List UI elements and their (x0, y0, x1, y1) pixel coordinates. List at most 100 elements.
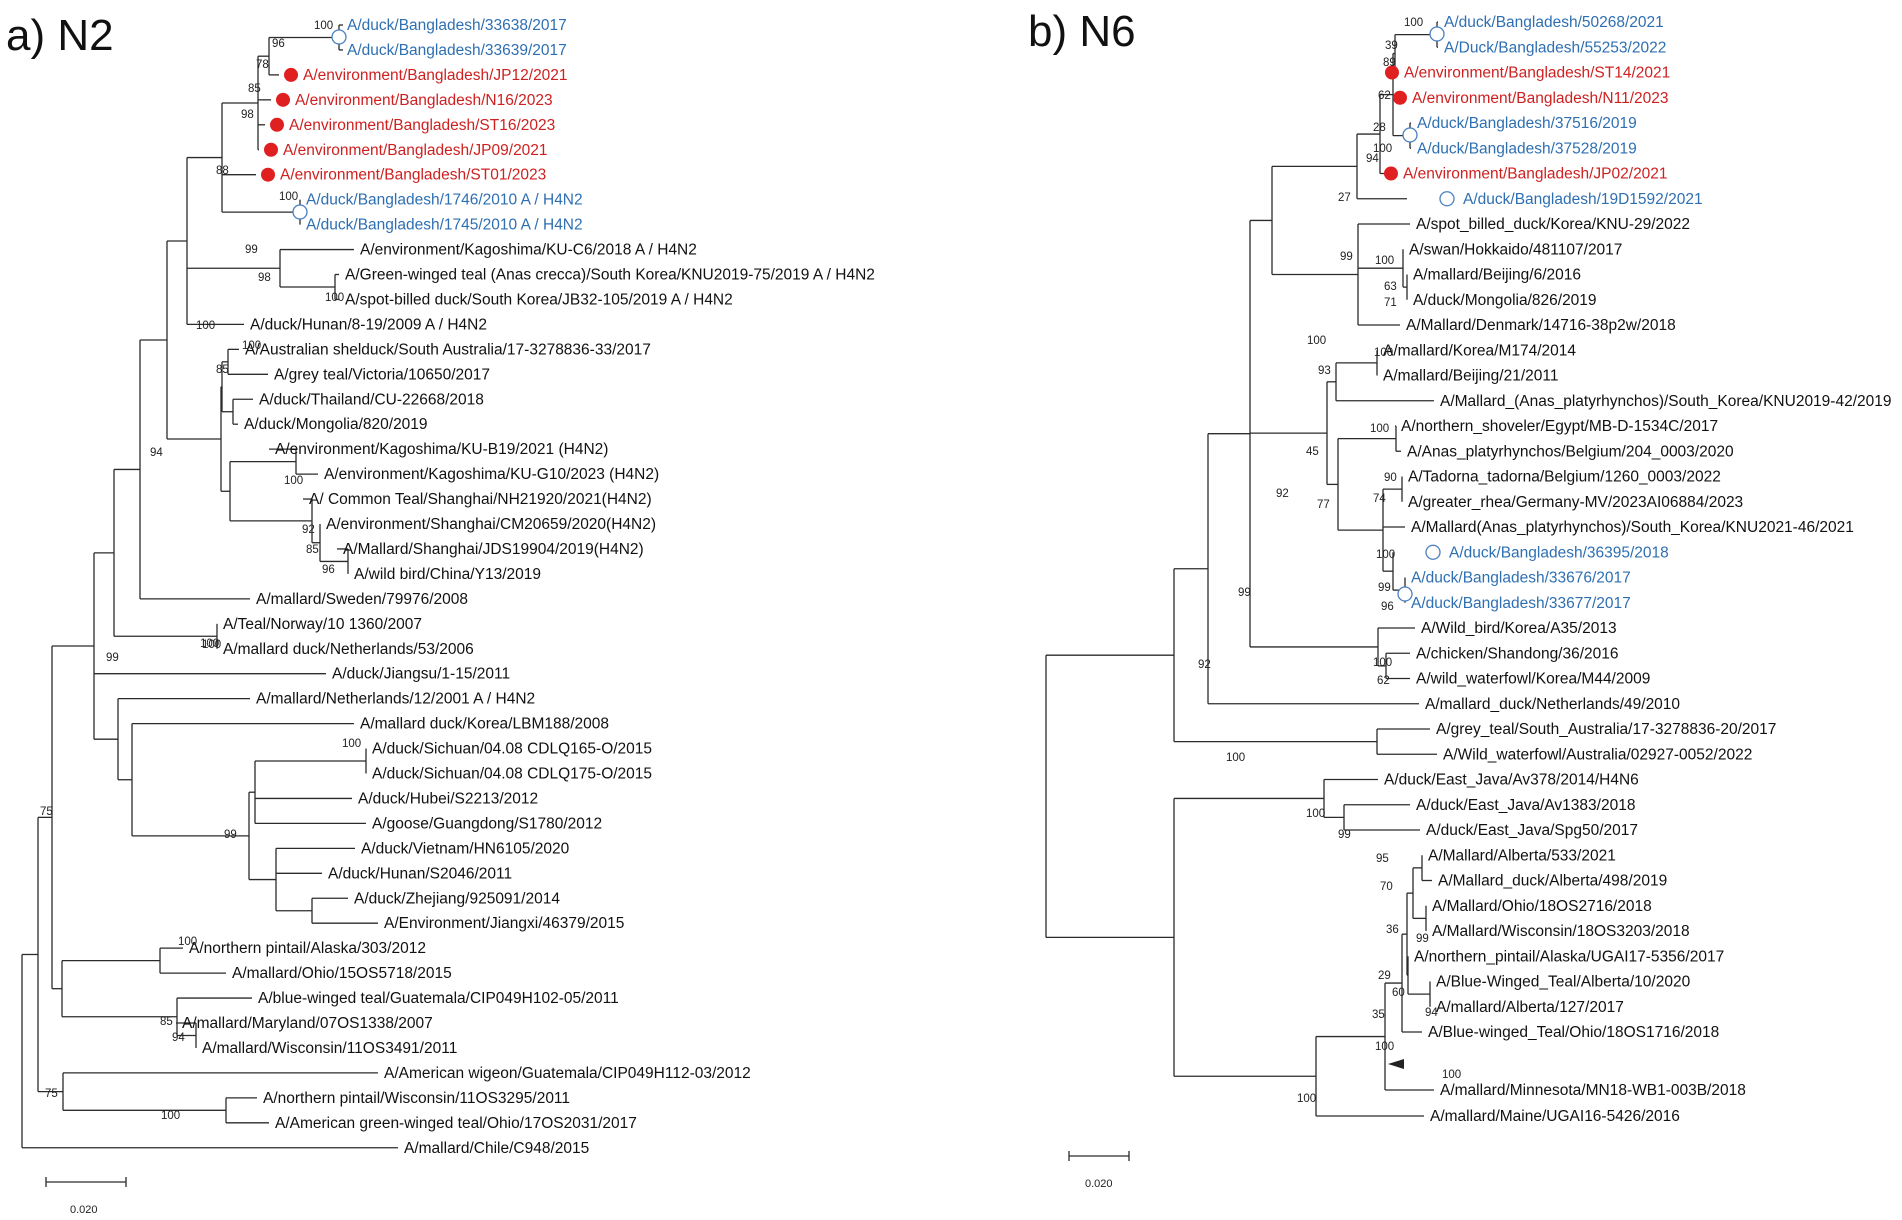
panel-b-filled-circle-icon-6 (1384, 166, 1398, 181)
panel-a-bootstrap-values: 1009678859888100999810010085100100928596… (40, 20, 361, 1122)
panel-b-bootstrap-value-19: 77 (1317, 499, 1330, 511)
panel-b-bootstrap-value-41: 100 (1297, 1093, 1316, 1105)
panel-a-scale-label: 0.020 (70, 1204, 98, 1216)
panel-a-bootstrap-value-10: 100 (196, 320, 215, 332)
panel-b-leaf-label-15: A/Mallard_(Anas_platyrhynchos)/South_Kor… (1440, 393, 1892, 410)
panel-b-bootstrap-value-5: 100 (1373, 143, 1392, 155)
panel-b-bootstrap-value-3: 62 (1378, 90, 1391, 102)
panel-b-bootstrap-value-27: 92 (1198, 659, 1211, 671)
panel-b-node-open-circle-icon-1 (1429, 26, 1445, 42)
panel-a-leaf-label-33: A/duck/Vietnam/HN6105/2020 (361, 840, 570, 857)
panel-a-leaf-label-18: A/environment/Kagoshima/KU-G10/2023 (H4N… (324, 466, 659, 483)
panel-a-leaf-label-42: A/American wigeon/Guatemala/CIP049H112-0… (384, 1065, 751, 1082)
panel-b-bootstrap-value-21: 99 (1378, 582, 1391, 594)
panel-a-bootstrap-value-12: 100 (242, 340, 261, 352)
panel-a-bootstrap-value-5: 88 (216, 165, 229, 177)
panel-b-scale-label: 0.020 (1085, 1178, 1113, 1190)
panel-a-branches (21, 24, 398, 1149)
panel-b-bootstrap-value-10: 63 (1384, 281, 1397, 293)
panel-a-bootstrap-value-25: 94 (172, 1032, 185, 1044)
panel-a-leaf-label-43: A/northern pintail/Wisconsin/11OS3295/20… (263, 1090, 570, 1107)
panel-a-leaf-label-37: A/northern pintail/Alaska/303/2012 (189, 940, 426, 957)
panel-a-leaf-label-25: A/mallard duck/Netherlands/53/2006 (223, 641, 474, 658)
panel-b-bootstrap-value-28: 100 (1226, 752, 1245, 764)
panel-a-filled-circle-icon-2 (284, 67, 298, 82)
panel-a-bootstrap-value-3: 85 (248, 83, 261, 95)
panel-b-leaf-label-4: A/duck/Bangladesh/37516/2019 (1417, 115, 1637, 132)
panel-b-bootstrap-value-2: 89 (1383, 57, 1396, 69)
panel-b-leaf-label-42: A/mallard/Maine/UGAI16-5426/2016 (1430, 1108, 1680, 1125)
panel-a-leaf-label-16: A/duck/Mongolia/820/2019 (244, 416, 428, 433)
panel-a-leaf-label-0: A/duck/Bangladesh/33638/2017 (347, 17, 567, 34)
panel-b-leaf-label-37: A/northern_pintail/Alaska/UGAI17-5356/20… (1414, 948, 1724, 965)
panel-a-bootstrap-value-4: 98 (241, 109, 254, 121)
panel-b-leaf-label-27: A/mallard_duck/Netherlands/49/2010 (1425, 696, 1680, 713)
panel-b-leaf-label-26: A/wild_waterfowl/Korea/M44/2009 (1416, 671, 1650, 688)
panel-a-leaf-label-40: A/mallard/Maryland/07OS1338/2007 (182, 1015, 433, 1032)
panel-a-leaf-label-14: A/grey teal/Victoria/10650/2017 (274, 366, 490, 383)
panel-a-leaf-label-9: A/environment/Kagoshima/KU-C6/2018 A / H… (360, 242, 697, 259)
panel-a-leaf-label-31: A/duck/Hubei/S2213/2012 (358, 790, 538, 807)
panel-b-bootstrap-value-25: 62 (1377, 675, 1390, 687)
panel-b-node-open-circle-icon-3 (1397, 586, 1413, 602)
panel-a-leaf-label-23: A/mallard/Sweden/79976/2008 (256, 591, 468, 608)
panel-a-bootstrap-value-8: 98 (258, 272, 271, 284)
panel-a-leaf-label-30: A/duck/Sichuan/04.08 CDLQ175-O/2015 (372, 766, 652, 783)
panel-b-leaf-label-19: A/greater_rhea/Germany-MV/2023AI06884/20… (1408, 494, 1743, 511)
panel-a-leaf-label-44: A/American green-winged teal/Ohio/17OS20… (275, 1115, 637, 1132)
panel-b-leaf-label-5: A/duck/Bangladesh/37528/2019 (1417, 140, 1637, 157)
panel-b-leaf-label-12: A/Mallard/Denmark/14716-38p2w/2018 (1406, 317, 1676, 334)
panel-b-bootstrap-value-30: 99 (1338, 829, 1351, 841)
panel-a-leaf-label-38: A/mallard/Ohio/15OS5718/2015 (232, 965, 452, 982)
panel-b-bootstrap-value-39: 100 (1375, 1041, 1394, 1053)
panel-b-bootstrap-value-36: 60 (1392, 987, 1405, 999)
panel-b-leaf-label-40: A/Blue-winged_Teal/Ohio/18OS1716/2018 (1428, 1024, 1719, 1041)
panel-a-leaf-label-29: A/duck/Sichuan/04.08 CDLQ165-O/2015 (372, 741, 652, 758)
panel-a-bootstrap-value-15: 85 (306, 544, 319, 556)
panel-a-leaf-label-7: A/duck/Bangladesh/1746/2010 A / H4N2 (306, 192, 583, 209)
panel-b-filled-circle-icon-3 (1393, 90, 1407, 105)
panel-b-leaf-label-31: A/duck/East_Java/Av1383/2018 (1416, 797, 1635, 814)
panel-n6-tree: b) N6 A/duck/Bangladesh/50268/2021A/Duck… (1028, 7, 1892, 1190)
panel-b-bootstrap-value-7: 27 (1338, 192, 1351, 204)
panel-a-leaf-label-15: A/duck/Thailand/CU-22668/2018 (259, 391, 484, 408)
panel-b-leaf-label-2: A/environment/Bangladesh/ST14/2021 (1404, 65, 1670, 82)
panel-b-filled-circle-icon-2 (1385, 65, 1399, 80)
panel-b-leaf-label-1: A/Duck/Bangladesh/55253/2022 (1444, 39, 1666, 56)
panel-a-leaf-label-11: A/spot-billed duck/South Korea/JB32-105/… (345, 291, 733, 308)
panel-a-leaf-label-17: A/environment/Kagoshima/KU-B19/2021 (H4N… (275, 441, 608, 458)
panel-a-bootstrap-value-14: 92 (302, 524, 315, 536)
panel-a-leaf-label-12: A/duck/Hunan/8-19/2009 A / H4N2 (250, 316, 487, 333)
panel-b-bootstrap-value-20: 100 (1376, 549, 1395, 561)
panel-b-collapsed-clade-triangle-icon (1388, 1059, 1404, 1069)
panel-a-bootstrap-value-20: 100 (200, 638, 219, 650)
panel-b-leaf-label-22: A/duck/Bangladesh/33676/2017 (1411, 570, 1631, 587)
panel-b-bootstrap-value-4: 28 (1373, 122, 1386, 134)
panel-b-leaf-label-32: A/duck/East_Java/Spg50/2017 (1426, 822, 1638, 839)
panel-a-leaf-label-36: A/Environment/Jiangxi/46379/2015 (384, 915, 624, 932)
panel-a-bootstrap-value-9: 100 (325, 292, 344, 304)
panel-a-leaf-label-6: A/environment/Bangladesh/ST01/2023 (280, 167, 546, 184)
panel-b-bootstrap-value-40: 100 (1442, 1069, 1461, 1081)
panel-a-leaf-label-20: A/environment/Shanghai/CM20659/2020(H4N2… (326, 516, 656, 533)
panel-b-bootstrap-value-37: 94 (1425, 1007, 1438, 1019)
panel-a-filled-circle-icon-4 (270, 117, 284, 132)
panel-b-open-circle-icon-21 (1425, 544, 1441, 560)
panel-b-bootstrap-value-6: 94 (1366, 153, 1379, 165)
panel-a-bootstrap-value-16: 96 (322, 564, 335, 576)
panel-b-bootstrap-value-23: 99 (1238, 587, 1251, 599)
panel-a-bootstrap-value-28: 100 (161, 1110, 180, 1122)
panel-a-leaf-label-1: A/duck/Bangladesh/33639/2017 (347, 42, 567, 59)
panel-a-bootstrap-value-21: 100 (342, 738, 361, 750)
panel-a-leaf-label-27: A/mallard/Netherlands/12/2001 A / H4N2 (256, 691, 535, 708)
panel-a-bootstrap-value-17: 94 (150, 447, 163, 459)
panel-a-label: a) N2 (6, 11, 114, 60)
panel-b-leaf-label-0: A/duck/Bangladesh/50268/2021 (1444, 14, 1664, 31)
panel-b-node-open-circle-icon-2 (1402, 127, 1418, 143)
panel-b-bootstrap-value-9: 100 (1375, 255, 1394, 267)
panel-b-leaf-label-33: A/Mallard/Alberta/533/2021 (1428, 847, 1616, 864)
panel-a-leaf-label-28: A/mallard duck/Korea/LBM188/2008 (360, 716, 609, 733)
panel-b-leaf-label-23: A/duck/Bangladesh/33677/2017 (1411, 595, 1631, 612)
panel-b-leaf-label-28: A/grey_teal/South_Australia/17-3278836-2… (1436, 721, 1776, 738)
